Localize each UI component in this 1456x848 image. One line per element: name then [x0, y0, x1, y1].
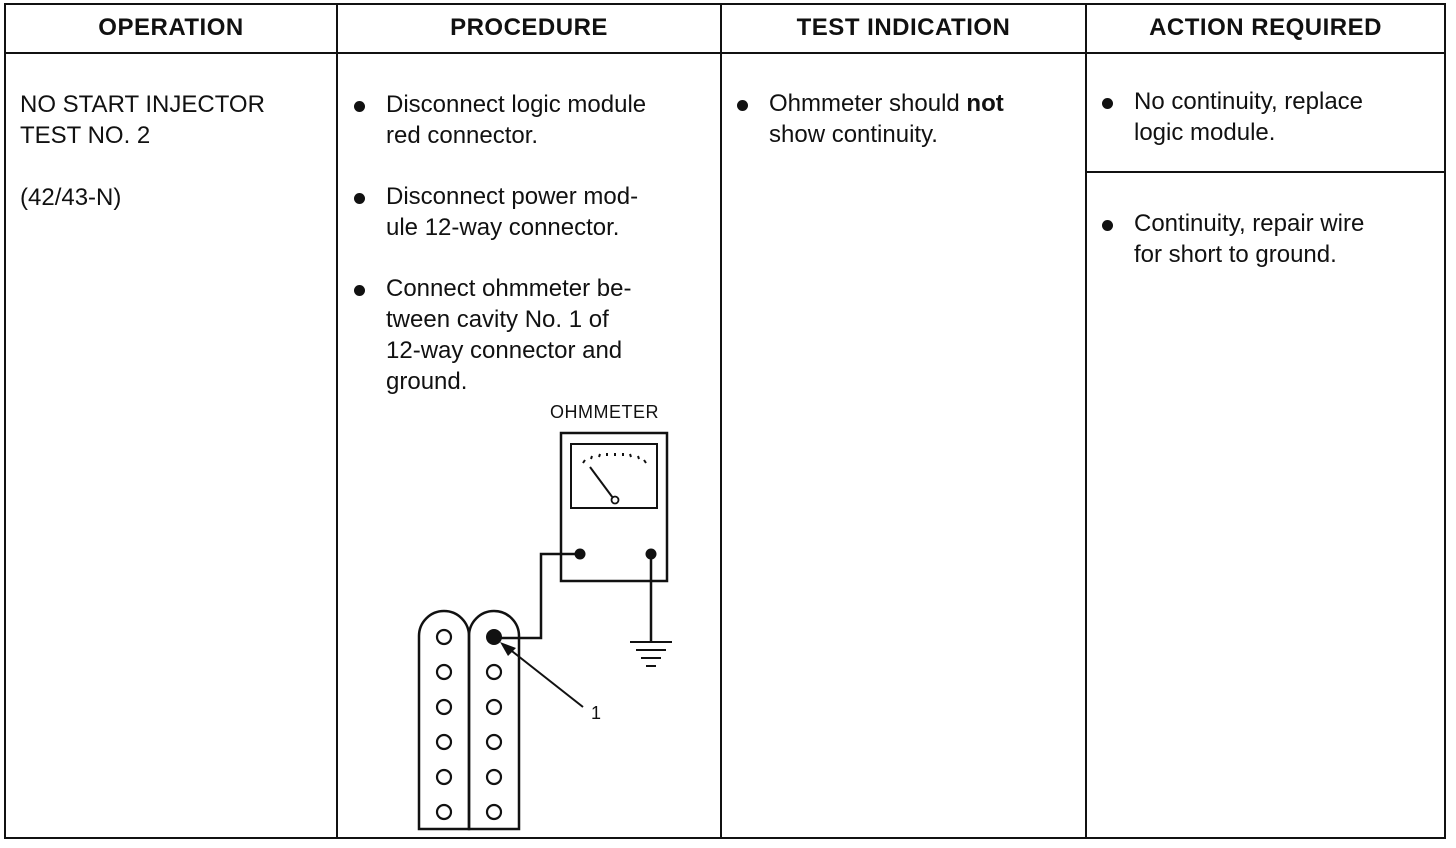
bullet-icon [354, 101, 365, 112]
test-indication-line2: show continuity. [769, 121, 938, 148]
bullet-icon [737, 100, 748, 111]
operation-code: (42/43-N) [20, 184, 122, 211]
header-divider [4, 52, 1446, 54]
arrowhead-icon [500, 642, 516, 656]
action-item-text: Continuity, repair wire for short to gro… [1134, 210, 1365, 268]
action-item: No continuity, replace logic module. [1102, 86, 1442, 156]
ohmmeter-needle [589, 466, 614, 499]
cavity-1 [486, 629, 502, 645]
bullet-icon [1102, 98, 1113, 109]
bullet-icon [1102, 220, 1113, 231]
procedure-step-text: Disconnect logic module red connector. [386, 91, 647, 149]
action-item: Continuity, repair wire for short to gro… [1102, 208, 1442, 278]
bullet-icon [354, 193, 365, 204]
header-action-required: ACTION REQUIRED [1149, 13, 1382, 41]
test-lead-positive [494, 552, 580, 640]
test-indication-pre: Ohmmeter should [769, 90, 967, 117]
column-divider [720, 3, 722, 839]
header-operation: OPERATION [98, 13, 244, 41]
test-indication-text: Ohmmeter should not show continuity. [769, 88, 1004, 150]
ohmmeter-dial [570, 443, 658, 509]
callout-number: 1 [591, 703, 601, 723]
procedure-step: Disconnect power mod- ule 12-way connect… [354, 181, 714, 251]
callout-arrow [507, 647, 584, 708]
action-row-divider [1085, 171, 1446, 173]
ohmmeter-body [559, 431, 669, 583]
operation-title: NO START INJECTOR TEST NO. 2 [20, 89, 265, 151]
header-test-indication: TEST INDICATION [796, 13, 1011, 41]
test-indication-item: Ohmmeter should not show continuity. [737, 88, 1077, 158]
column-divider [1085, 3, 1087, 839]
operation-title-line2: TEST NO. 2 [20, 122, 151, 149]
connector-half-right [467, 609, 521, 831]
ohmmeter-label: OHMMETER [550, 402, 659, 422]
test-indication-emphasis: not [966, 90, 1004, 117]
table-frame [4, 3, 1446, 839]
ohmmeter-scale [582, 453, 647, 464]
ground-icon [630, 641, 672, 667]
column-divider [336, 3, 338, 839]
needle-pivot [610, 495, 620, 505]
ohmmeter-diagram: 1 [417, 431, 672, 831]
operation-title-line1: NO START INJECTOR [20, 91, 265, 118]
procedure-step-text: Connect ohmmeter be- tween cavity No. 1 … [386, 275, 632, 395]
header-procedure: PROCEDURE [450, 13, 608, 41]
procedure-step-text: Disconnect power mod- ule 12-way connect… [386, 183, 639, 241]
action-item-text: No continuity, replace logic module. [1134, 88, 1364, 146]
procedure-step: Disconnect logic module red connector. [354, 89, 714, 159]
connector-cavities-right [485, 663, 503, 821]
procedure-step: Connect ohmmeter be- tween cavity No. 1 … [354, 273, 714, 403]
bullet-icon [354, 285, 365, 296]
connector-cavities-left [435, 628, 453, 821]
